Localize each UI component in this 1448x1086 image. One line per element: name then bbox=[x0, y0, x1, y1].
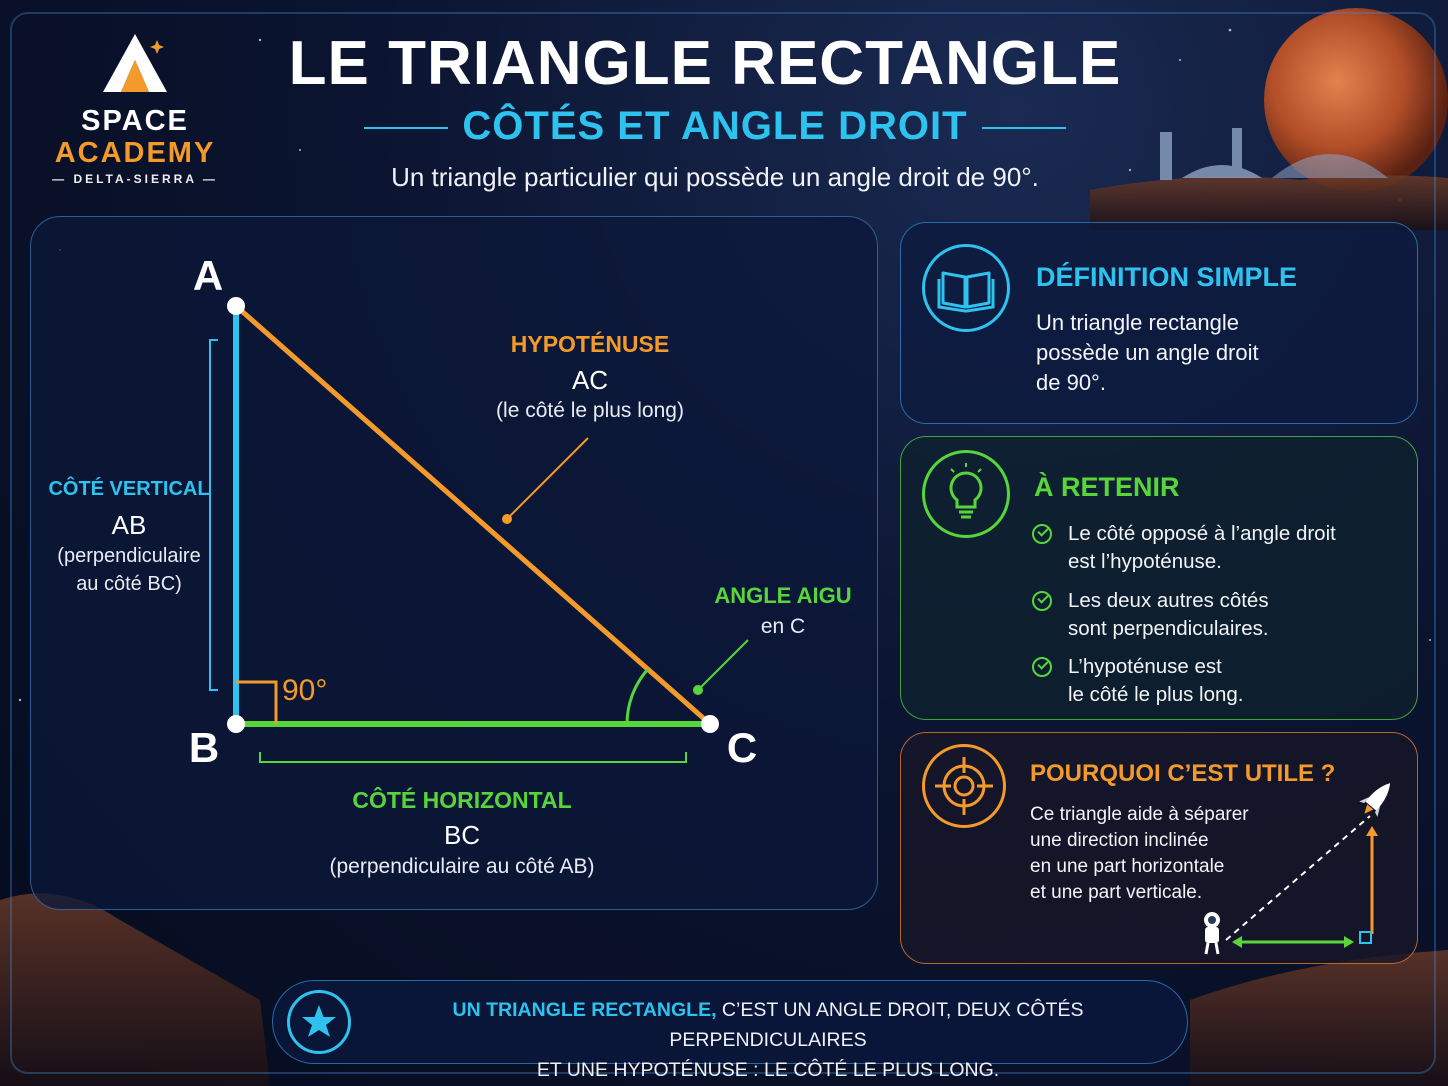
vertex-a bbox=[227, 297, 245, 315]
logo-line-3: — DELTA-SIERRA — bbox=[52, 172, 218, 186]
check-icon bbox=[1032, 591, 1052, 611]
summary-highlight: UN TRIANGLE RECTANGLE, bbox=[452, 999, 717, 1021]
check-icon bbox=[1032, 524, 1052, 544]
remember-item-3: L’hypoténuse est le côté le plus long. bbox=[1032, 653, 1392, 709]
subtitle-rule-left bbox=[364, 127, 449, 130]
outer-frame bbox=[10, 12, 1436, 1074]
definition-title: DÉFINITION SIMPLE bbox=[1036, 262, 1298, 292]
space-base bbox=[1160, 128, 1388, 180]
subtitle-rule-right bbox=[981, 127, 1066, 130]
vertex-c bbox=[701, 715, 719, 733]
horizontal-side-title: CÔTÉ HORIZONTAL bbox=[352, 787, 572, 813]
page-subtitle: CÔTÉS ET ANGLE DROIT bbox=[340, 104, 1090, 149]
lightbulb-icon bbox=[949, 463, 983, 519]
remember-item-3-line-2: le côté le plus long. bbox=[1068, 683, 1244, 706]
summary-line-2: ET UNE HYPOTÉNUSE : LE CÔTÉ LE PLUS LONG… bbox=[536, 1059, 1000, 1081]
open-book-icon bbox=[937, 271, 995, 313]
useful-line-2: une direction inclinée bbox=[1030, 830, 1209, 851]
logo-line-3-text: DELTA-SIERRA bbox=[73, 172, 197, 186]
logo-a-icon bbox=[103, 34, 167, 92]
definition-icon-ring bbox=[922, 244, 1010, 332]
horizontal-side-name: BC bbox=[443, 820, 481, 850]
vertical-side-note-2: au côté BC) bbox=[76, 573, 182, 595]
horizontal-side-note: (perpendiculaire au côté AB) bbox=[329, 855, 595, 878]
vertical-side-title: CÔTÉ VERTICAL bbox=[48, 478, 210, 500]
diagram-panel bbox=[30, 216, 878, 910]
hypotenuse-note: (le côté le plus long) bbox=[496, 399, 684, 422]
mars-terrain-top bbox=[1090, 175, 1448, 230]
vertical-side-bracket bbox=[209, 339, 218, 691]
remember-item-2: Les deux autres côtés sont perpendiculai… bbox=[1032, 587, 1392, 643]
vertex-c-label: C bbox=[726, 724, 758, 771]
remember-icon-ring bbox=[922, 450, 1010, 538]
vertical-side-name: AB bbox=[111, 510, 147, 540]
remember-title: À RETENIR bbox=[1034, 472, 1180, 502]
logo-line-1: SPACE bbox=[81, 105, 189, 137]
remember-item-1-line-1: Le côté opposé à l’angle droit bbox=[1068, 522, 1336, 545]
page-tagline: Un triangle particulier qui possède un a… bbox=[391, 162, 1039, 192]
acute-angle-leader-dot bbox=[693, 685, 703, 695]
check-icon bbox=[1032, 657, 1052, 677]
remember-item-1-line-2: est l’hypoténuse. bbox=[1068, 550, 1222, 573]
useful-title: POURQUOI C’EST UTILE ? bbox=[1030, 760, 1336, 787]
remember-item-3-line-1: L’hypoténuse est bbox=[1068, 655, 1222, 678]
useful-line-3: en une part horizontale bbox=[1030, 856, 1225, 877]
vertex-a-label: A bbox=[192, 252, 224, 299]
terrain-bottom-left bbox=[0, 893, 270, 1086]
summary-banner: UN TRIANGLE RECTANGLE, C’EST UN ANGLE DR… bbox=[272, 980, 1188, 1081]
definition-line-2: possède un angle droit bbox=[1036, 340, 1259, 365]
acute-angle-leader bbox=[697, 639, 749, 691]
summary-text: UN TRIANGLE RECTANGLE, C’EST UN ANGLE DR… bbox=[365, 995, 1171, 1085]
acute-angle-arc bbox=[625, 668, 650, 725]
side-ac-hypotenuse bbox=[234, 304, 712, 726]
star-icon-ring bbox=[287, 990, 351, 1054]
useful-line-4: et une part verticale. bbox=[1030, 882, 1203, 903]
summary-line-1: C’EST UN ANGLE DROIT, DEUX CÔTÉS PERPEND… bbox=[669, 999, 1084, 1051]
space-academy-logo: SPACE ACADEMY — DELTA-SIERRA — bbox=[30, 30, 240, 186]
subtitle-text: CÔTÉS ET ANGLE DROIT bbox=[462, 104, 968, 148]
definition-line-3: de 90°. bbox=[1036, 370, 1106, 395]
mars-planet bbox=[1264, 8, 1448, 192]
hypotenuse-leader-dot bbox=[502, 514, 512, 524]
remember-item-2-line-2: sont perpendiculaires. bbox=[1068, 617, 1269, 640]
remember-item-2-line-1: Les deux autres côtés bbox=[1068, 589, 1269, 612]
hypotenuse-title: HYPOTÉNUSE bbox=[510, 331, 670, 357]
useful-line-1: Ce triangle aide à séparer bbox=[1030, 804, 1249, 825]
hypotenuse-name: AC bbox=[571, 365, 609, 395]
logo-line-2: ACADEMY bbox=[54, 137, 216, 169]
page-title: LE TRIANGLE RECTANGLE bbox=[288, 29, 1122, 98]
target-icon bbox=[935, 757, 993, 815]
star-icon bbox=[302, 1005, 336, 1037]
hypotenuse-leader bbox=[506, 437, 589, 520]
acute-angle-title: ANGLE AIGU bbox=[714, 583, 852, 608]
acute-angle-note: en C bbox=[760, 615, 806, 638]
vertex-b bbox=[227, 715, 245, 733]
right-angle-mark bbox=[236, 680, 278, 724]
horizontal-side-bracket bbox=[259, 752, 687, 763]
terrain-bottom-right bbox=[1190, 950, 1448, 1086]
vertex-b-label: B bbox=[188, 724, 220, 771]
definition-line-1: Un triangle rectangle bbox=[1036, 310, 1240, 335]
vertical-side-note-1: (perpendiculaire bbox=[57, 545, 201, 567]
remember-item-1: Le côté opposé à l’angle droit est l’hyp… bbox=[1032, 520, 1392, 576]
useful-icon-ring bbox=[922, 744, 1006, 828]
right-angle-label: 90° bbox=[282, 674, 328, 707]
